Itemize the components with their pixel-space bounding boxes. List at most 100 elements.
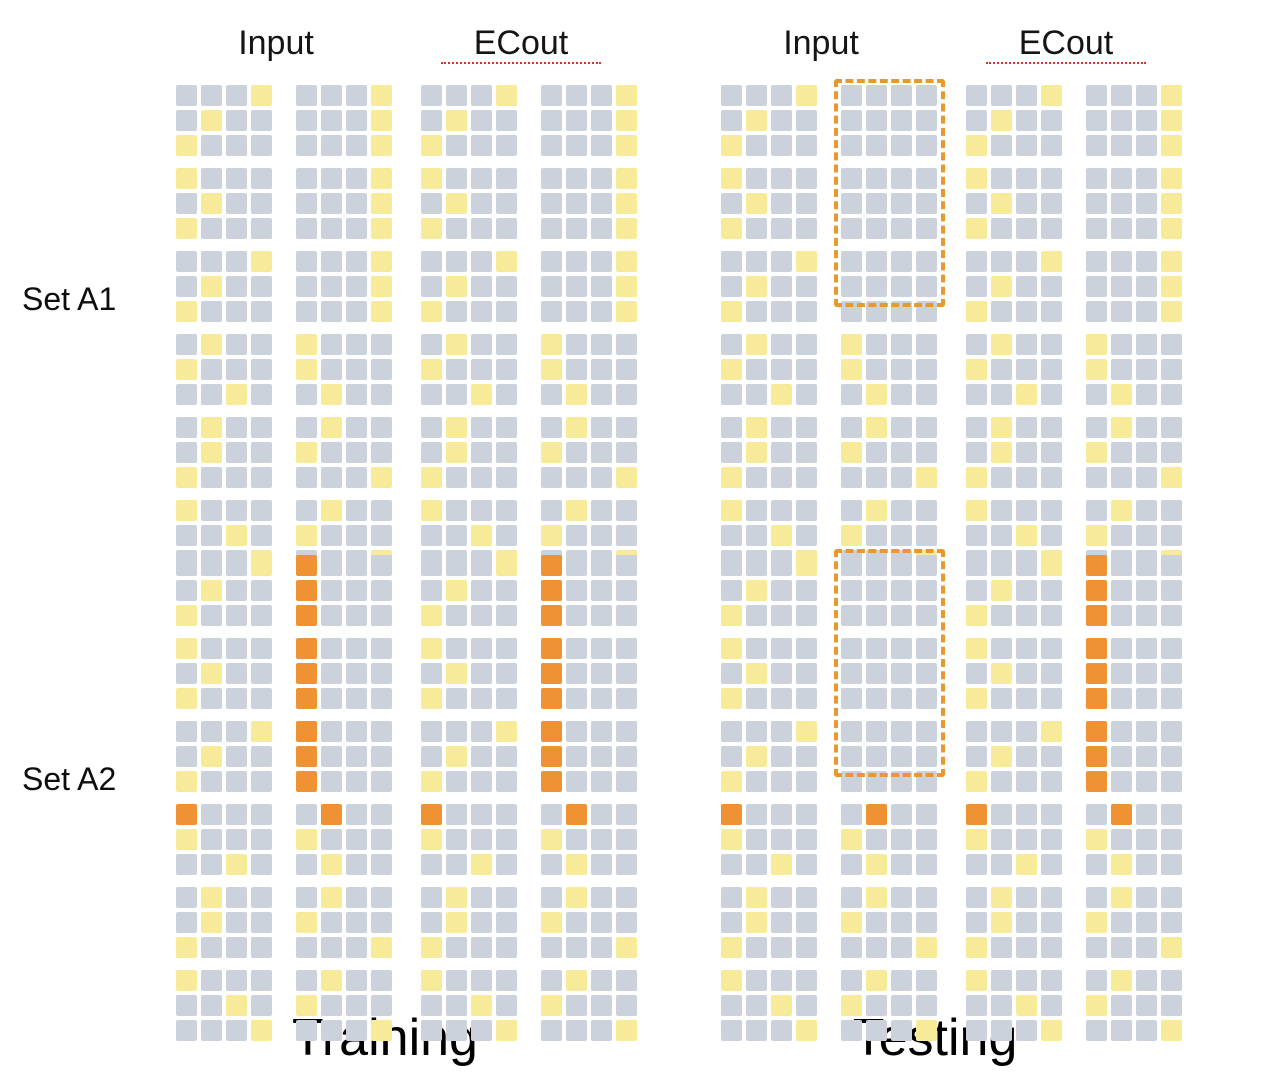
grid-cell: [966, 912, 987, 933]
grid-cell: [1136, 525, 1157, 546]
grid-cell: [541, 334, 562, 355]
grid-cell: [371, 771, 392, 792]
grid-cell: [201, 417, 222, 438]
grid-cell: [1136, 663, 1157, 684]
grid-cell: [541, 937, 562, 958]
grid-cell: [226, 500, 247, 521]
grid-cell: [1161, 251, 1182, 272]
grid-cell: [1016, 135, 1037, 156]
grid-block: [296, 168, 392, 239]
grid-cell: [201, 251, 222, 272]
grid-cell: [566, 804, 587, 825]
grid-cell: [296, 359, 317, 380]
grid-cell: [591, 605, 612, 626]
grid-cell: [1161, 912, 1182, 933]
grid-cell: [296, 688, 317, 709]
grid-block: [541, 555, 637, 626]
grid-cell: [421, 829, 442, 850]
grid-block: [176, 721, 272, 792]
grid-cell: [991, 334, 1012, 355]
grid-cell: [446, 746, 467, 767]
grid-cell: [1016, 85, 1037, 106]
grid-cell: [1111, 887, 1132, 908]
grid-cell: [1016, 887, 1037, 908]
grid-cell: [566, 605, 587, 626]
grid-cell: [226, 193, 247, 214]
grid-cell: [471, 417, 492, 438]
grid-cell: [421, 525, 442, 546]
grid-cell: [1016, 771, 1037, 792]
grid-cell: [866, 110, 887, 131]
grid-cell: [616, 110, 637, 131]
grid-cell: [1086, 1020, 1107, 1041]
grid-cell: [421, 771, 442, 792]
grid-cell: [296, 887, 317, 908]
grid-block: [721, 804, 817, 875]
grid-cell: [966, 251, 987, 272]
grid-cell: [226, 384, 247, 405]
grid-cell: [1016, 218, 1037, 239]
grid-cell: [1041, 912, 1062, 933]
grid-block: [966, 638, 1062, 709]
grid-cell: [371, 804, 392, 825]
grid-cell: [1136, 1020, 1157, 1041]
grid-cell: [201, 500, 222, 521]
grid-cell: [446, 359, 467, 380]
grid-cell: [371, 301, 392, 322]
grid-cell: [616, 85, 637, 106]
grid-cell: [296, 605, 317, 626]
grid-cell: [296, 746, 317, 767]
grid-cell: [616, 555, 637, 576]
grid-cell: [1136, 110, 1157, 131]
grid-cell: [541, 301, 562, 322]
grid-cell: [296, 218, 317, 239]
grid-cell: [1086, 663, 1107, 684]
grid-cell: [346, 887, 367, 908]
grid-cell: [496, 854, 517, 875]
grid-cell: [796, 251, 817, 272]
grid-cell: [1161, 218, 1182, 239]
grid-cell: [566, 638, 587, 659]
grid-cell: [866, 218, 887, 239]
grid-cell: [566, 193, 587, 214]
grid-cell: [1041, 721, 1062, 742]
grid-cell: [916, 218, 937, 239]
grid-cell: [446, 168, 467, 189]
grid-cell: [991, 746, 1012, 767]
grid-block: [541, 417, 637, 488]
grid-block: [841, 970, 937, 1041]
grid-cell: [496, 384, 517, 405]
grid-cell: [721, 912, 742, 933]
grid-cell: [226, 168, 247, 189]
grid-cell: [966, 500, 987, 521]
grid-cell: [746, 334, 767, 355]
grid-cell: [1161, 721, 1182, 742]
grid-cell: [1041, 555, 1062, 576]
grid-cell: [591, 937, 612, 958]
grid-cell: [1086, 334, 1107, 355]
grid-block: [541, 85, 637, 156]
grid-cell: [226, 995, 247, 1016]
grid-cell: [1041, 251, 1062, 272]
grid-block: [176, 638, 272, 709]
grid-cell: [721, 854, 742, 875]
grid-cell: [296, 442, 317, 463]
grid-cell: [591, 771, 612, 792]
grid-cell: [471, 276, 492, 297]
grid-cell: [566, 359, 587, 380]
grid-cell: [1016, 168, 1037, 189]
grid-cell: [1041, 854, 1062, 875]
grid-cell: [496, 746, 517, 767]
grid-cell: [226, 85, 247, 106]
grid-cell: [346, 110, 367, 131]
grid-cell: [251, 580, 272, 601]
grid-cell: [566, 688, 587, 709]
grid-block: [721, 638, 817, 709]
grid-cell: [1161, 804, 1182, 825]
grid-block: [176, 417, 272, 488]
grid-cell: [1086, 605, 1107, 626]
grid-cell: [1016, 500, 1037, 521]
grid-cell: [1136, 168, 1157, 189]
grid-cell: [421, 688, 442, 709]
grid-cell: [746, 359, 767, 380]
